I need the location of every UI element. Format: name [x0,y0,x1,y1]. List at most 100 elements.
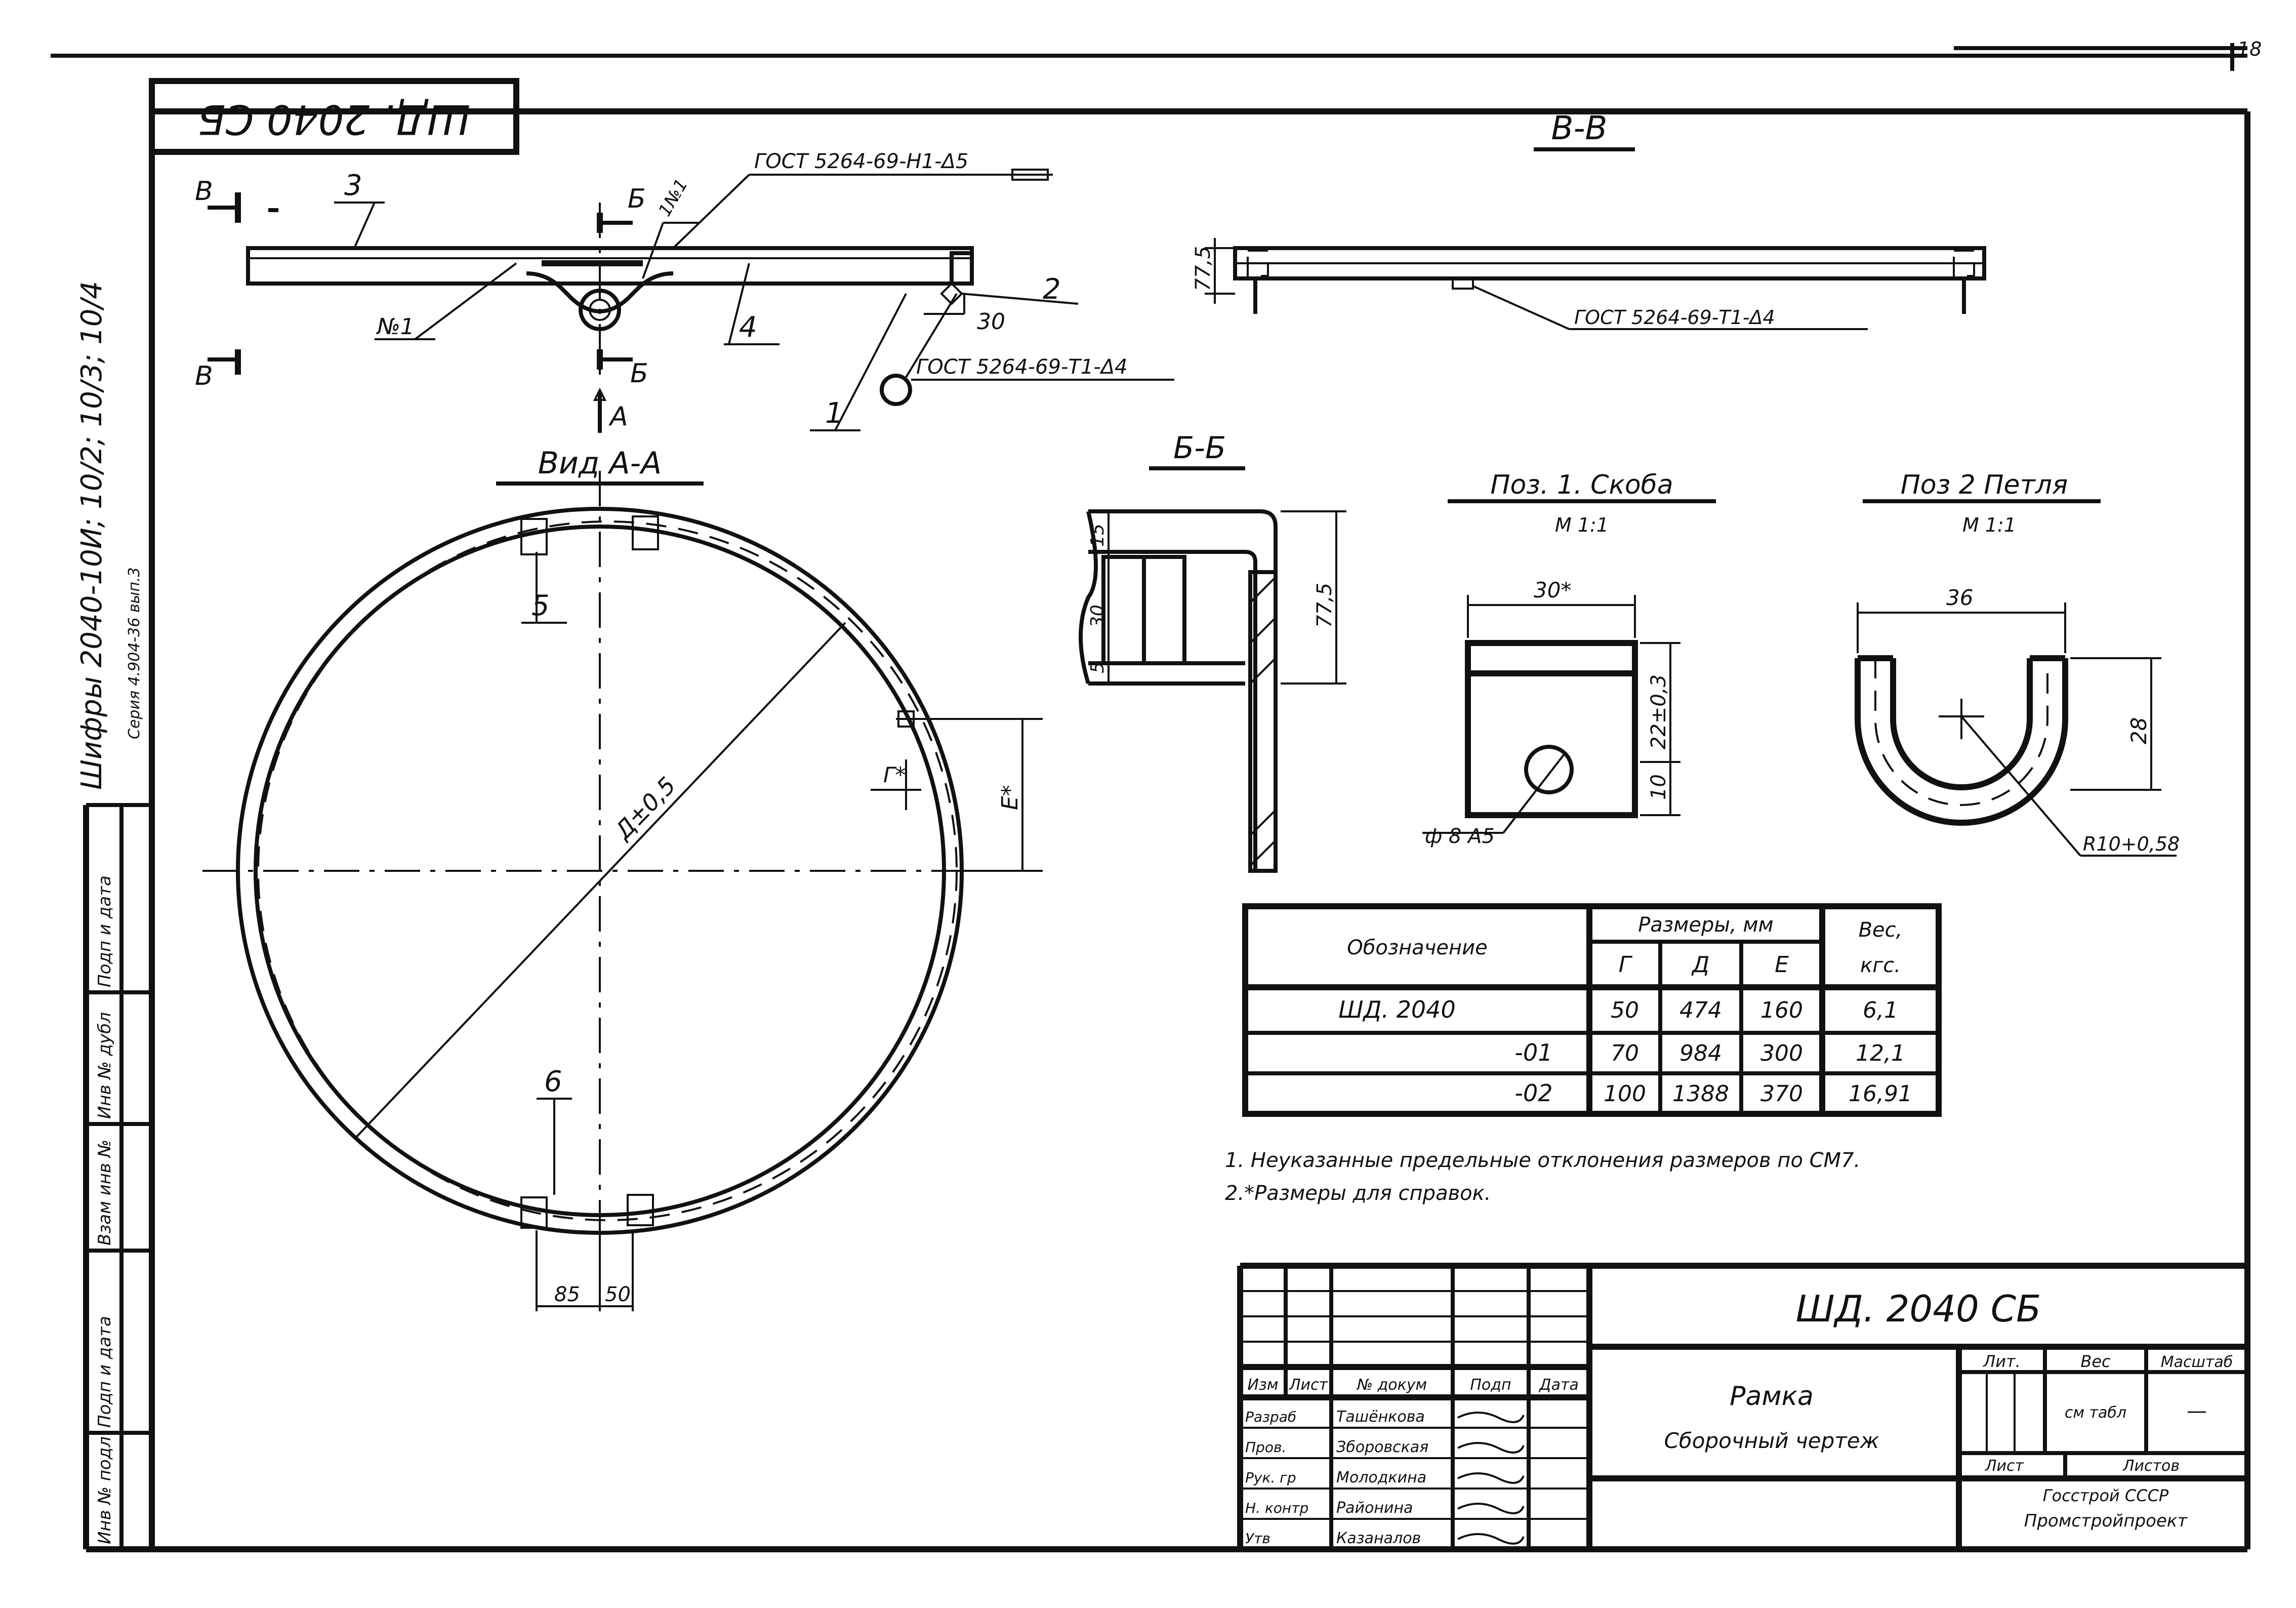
side-title: Шифры 2040-10И; 10/2; 10/3; 10/4 [75,281,108,790]
pos2-w: 36 [1946,585,1973,610]
view-vv: В-В 77,5 ГОСТ 5264-69-Т1-Δ4 [1192,110,1986,330]
tbl-sub-e: Е [1775,952,1789,978]
section-b-top: Б [628,184,646,214]
n1-left-label: №1 [376,314,415,340]
tb-name-5: Казаналов [1336,1530,1421,1547]
dim-g-label: Г* [883,762,906,787]
pos2-detail: Поз 2 Петля М 1:1 36 28 R10+0,58 [1855,470,2180,857]
dim-50-label: 50 [605,1283,631,1306]
pos1-hole: ф 8 А5 [1425,825,1495,848]
pos-6-label: 6 [544,1065,562,1098]
title-block: Изм Лист № докум Подп Дата Разраб Ташёнк… [1237,1263,2247,1549]
tb-name-3: Молодкина [1336,1469,1426,1486]
tbl-row1-name: ШД. 2040 [1338,996,1455,1023]
tb-name-4: Районина [1336,1499,1413,1517]
rotated-code-box: ШД. 2040 СБ [149,78,519,155]
pos1-h2: 10 [1647,774,1670,800]
tb-h-izm: Изм [1247,1376,1278,1394]
tb-org1: Госстрой СССР [2043,1486,2169,1505]
tbl-row3-w: 16,91 [1849,1081,1912,1107]
tbl-row3-e: 370 [1760,1081,1803,1107]
side-box-5: Подп и дата [95,875,115,987]
n1-mid-label: 1№1 [654,175,692,220]
sheet-number: 18 [2237,38,2262,60]
tb-role-4: Н. контр [1245,1500,1308,1516]
tb-role-3: Рук. гр [1245,1469,1296,1486]
tbl-row1-d: 474 [1679,997,1722,1023]
tb-org2: Промстройпроект [2024,1511,2188,1531]
dim-30-label: 30 [977,309,1005,335]
tb-role-1: Разраб [1245,1409,1296,1425]
tb-ves: Вес [2080,1352,2111,1371]
side-box-3: Взам инв № [95,1140,115,1245]
section-v-bottom: В [195,361,213,391]
tb-h-doc: № докум [1356,1376,1427,1394]
pos2-scale: М 1:1 [1962,514,2016,536]
tbl-col-sizes: Размеры, мм [1638,913,1773,937]
notes: 1. Неуказанные предельные отклонения раз… [1225,1149,1860,1205]
tbl-row2-w: 12,1 [1856,1040,1905,1066]
bb-d5: 5 [1087,662,1108,673]
tbl-col-weight: Вес, [1859,918,1903,942]
side-series: Серия 4.904-36 вып.3 [126,567,143,739]
side-box-4: Инв № дубл [95,1012,115,1119]
dim-e-label: Е* [997,785,1023,810]
size-table: Обозначение Размеры, мм Вес, кгс. Г Д Е … [1242,903,1942,1117]
tb-h-list: Лист [1289,1376,1329,1394]
side-strip: Инв № подл Подп и дата Взам инв № Инв № … [75,281,152,1549]
bb-d15: 15 [1087,524,1108,547]
view-aa: Вид А-А 5 6 Д±0,5 Е* Г* 85 50 [202,446,1043,1311]
side-box-1: Инв № подл [95,1436,115,1544]
main-view: 1№1 30 №1 3 4 2 1 ГОСТ 5264-69-Н1-Δ5 ГОС… [195,150,1174,433]
pos1-scale: М 1:1 [1555,514,1609,536]
pos2-r: R10+0,58 [2083,833,2180,855]
tb-masshtab: Масштаб [2161,1353,2233,1371]
tb-name-1: Ташёнкова [1336,1408,1425,1426]
tbl-sub-g: Г [1619,952,1633,978]
bb-d775: 77,5 [1313,583,1336,628]
vv-dim-label: 77,5 [1192,246,1215,291]
pos2-h: 28 [2126,717,2151,744]
tb-name-2: Зборовская [1336,1438,1428,1456]
tb-masshtab-val: — [2187,1399,2207,1423]
section-v-top: В [195,176,213,207]
tb-role-5: Утв [1245,1530,1270,1547]
pos-4-label: 4 [739,311,757,344]
section-b-bottom: Б [630,358,648,389]
tb-h-sign: Подп [1470,1376,1511,1394]
tbl-sub-d: Д [1691,952,1709,978]
tbl-col-weight-unit: кгс. [1860,954,1901,977]
tbl-row2-d: 984 [1679,1040,1722,1066]
tb-listov: Листов [2122,1457,2180,1475]
arrow-a-label: А [608,401,628,432]
pos1-w: 30* [1534,578,1571,602]
view-vv-title: В-В [1551,110,1608,147]
tbl-row3-d: 1388 [1672,1081,1729,1107]
side-box-2: Подп и дата [95,1316,115,1428]
tb-h-date: Дата [1538,1376,1579,1394]
tb-subtitle: Сборочный чертеж [1664,1428,1879,1453]
pos-3-label: 3 [344,169,362,202]
bb-d30: 30 [1087,605,1108,628]
weld-mid-label: ГОСТ 5264-69-Т1-Δ4 [916,355,1128,379]
dim-85-label: 85 [554,1283,580,1306]
section-bb-title: Б-Б [1173,430,1226,466]
section-bb: Б-Б 15 30 5 77,5 [1079,430,1346,873]
tbl-row2-e: 300 [1760,1040,1803,1066]
vv-weld-label: ГОСТ 5264-69-Т1-Δ4 [1574,306,1775,329]
tbl-row1-e: 160 [1760,997,1803,1023]
pos1-detail: Поз. 1. Скоба М 1:1 30* 22±0,3 10 ф 8 А5 [1422,470,1716,848]
tb-ves-val: см табл [2065,1404,2126,1422]
tbl-row3-name: -02 [1514,1079,1552,1107]
note-1: 1. Неуказанные предельные отклонения раз… [1225,1149,1860,1172]
tb-list: Лист [1985,1457,2025,1475]
tbl-row1-w: 6,1 [1863,997,1898,1023]
tb-code: ШД. 2040 СБ [1796,1288,2041,1330]
tbl-row2-name: -01 [1514,1039,1552,1066]
pos-5-label: 5 [531,589,550,622]
rotated-code: ШД. 2040 СБ [198,96,471,143]
pos1-title: Поз. 1. Скоба [1490,470,1673,500]
tbl-row1-g: 50 [1611,997,1639,1023]
tbl-col-designation: Обозначение [1347,936,1488,959]
